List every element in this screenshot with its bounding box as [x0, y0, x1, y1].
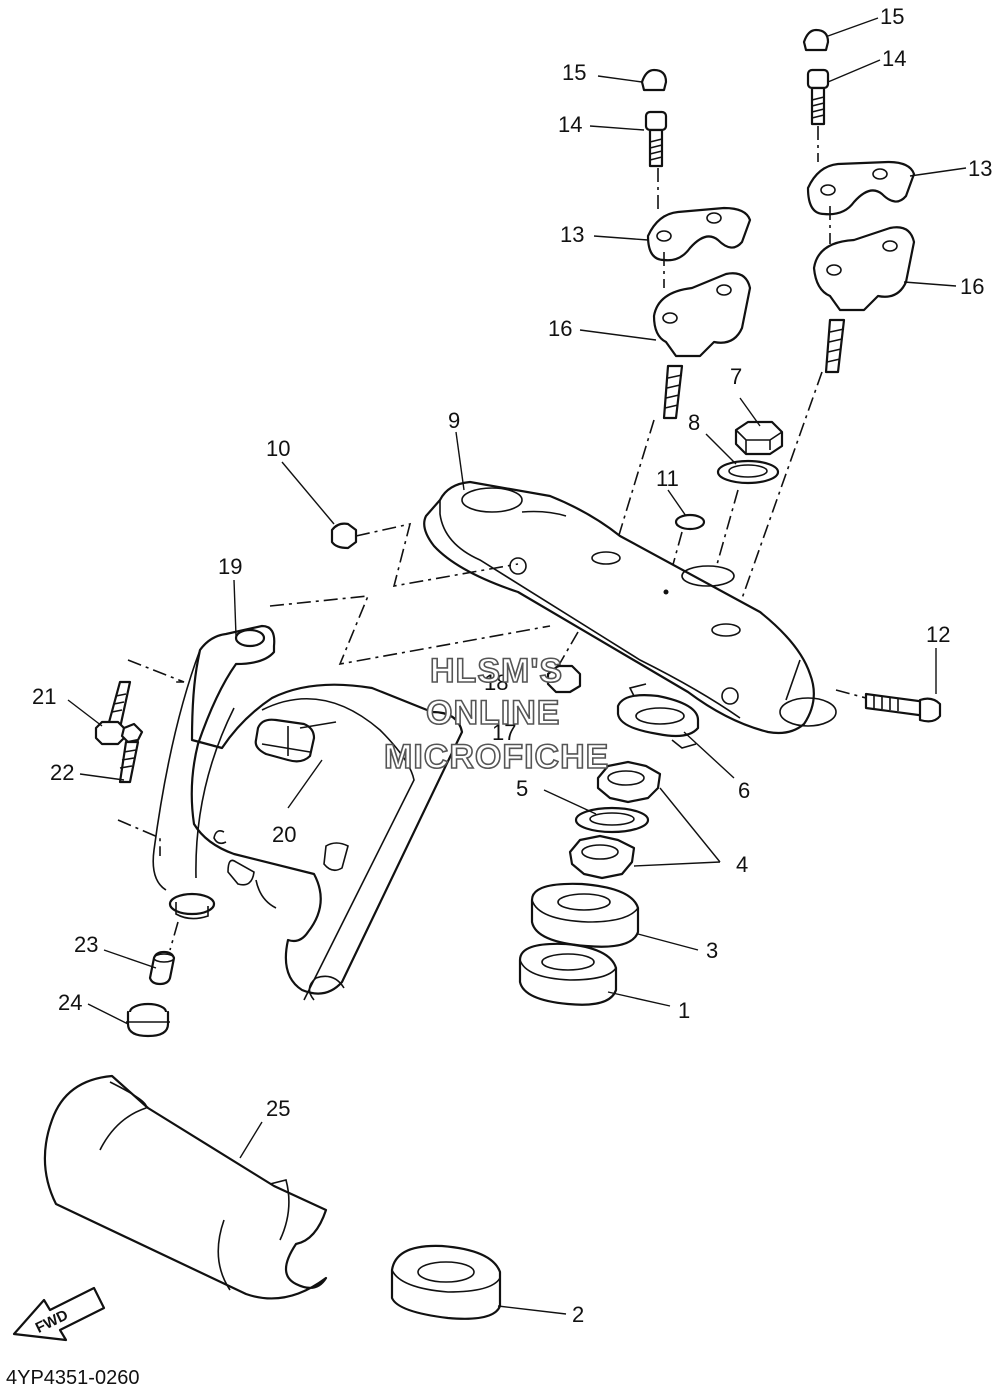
callout-20: 20: [272, 822, 296, 847]
part-24-grommet: [126, 1002, 170, 1038]
callout-15-right: 15: [880, 4, 904, 29]
part-4-ring-nut-upper: [596, 760, 662, 804]
svg-text:HLSM'S: HLSM'S: [430, 652, 563, 690]
part-11-washer: [674, 513, 706, 531]
callout-24: 24: [58, 990, 82, 1015]
callout-14-left: 14: [558, 112, 582, 137]
part-3-bearing: [530, 882, 640, 948]
callout-15-left: 15: [562, 60, 586, 85]
left-handlebar-parts: [611, 68, 752, 559]
small-fastener-parts: [546, 631, 582, 694]
svg-text:ONLINE: ONLINE: [426, 694, 560, 732]
part-14-bolt-left: [644, 110, 668, 168]
callout-5: 5: [516, 776, 528, 801]
part-4-ring-nut-lower: [568, 834, 636, 880]
callout-13-left: 13: [560, 222, 584, 247]
callout-14-right: 14: [882, 46, 906, 71]
leader-lines: [67, 17, 967, 1315]
callout-13-right: 13: [968, 156, 992, 181]
callout-18: 18: [484, 670, 508, 695]
callout-labels: 15 14 13 16 15 14 13 16 7 8 11 9 10 12 1…: [32, 4, 992, 1327]
callout-6: 6: [738, 778, 750, 803]
part-5-washer: [574, 806, 650, 834]
svg-text:MICROFICHE: MICROFICHE: [384, 738, 609, 776]
callout-17: 17: [492, 720, 516, 745]
part-25-cover: [43, 1074, 328, 1300]
fwd-arrow: FWD: [12, 1286, 106, 1342]
part-1-bearing: [518, 942, 618, 1006]
part-15-cap-right: [802, 28, 830, 52]
part-21-bolt: [94, 659, 185, 746]
steering-nut-parts: [665, 420, 784, 591]
part-20-grommet: [254, 718, 337, 763]
part-19-meter-bracket: [152, 624, 464, 1001]
part-13-clamp-right: [806, 160, 916, 216]
part-6-washer: [616, 683, 700, 749]
callout-12: 12: [926, 622, 950, 647]
right-handlebar-parts: [727, 28, 916, 639]
part-16-holder-left: [652, 272, 752, 358]
callout-1: 1: [678, 998, 690, 1023]
callout-21: 21: [32, 684, 56, 709]
part-2-seal: [390, 1244, 502, 1320]
callout-9: 9: [448, 408, 460, 433]
callout-22: 22: [50, 760, 74, 785]
part-22-bolt: [117, 722, 161, 856]
callout-11: 11: [656, 466, 679, 491]
callout-2: 2: [572, 1302, 584, 1327]
part-23-collar: [148, 921, 179, 986]
callout-16-right: 16: [960, 274, 984, 299]
part-15-cap-left: [640, 68, 668, 92]
callout-16-left: 16: [548, 316, 572, 341]
diagram-code: 4YP4351-0260: [6, 1367, 139, 1389]
part-10-bolt: [330, 522, 519, 588]
part-16-holder-right: [812, 226, 916, 312]
part-9-upper-bracket: [423, 480, 837, 735]
callout-23: 23: [74, 932, 98, 957]
callout-7: 7: [730, 364, 742, 389]
watermark: HLSM'S ONLINE MICROFICHE: [383, 651, 609, 777]
part-12-bolt: [835, 689, 942, 723]
callout-19: 19: [218, 554, 242, 579]
callout-8: 8: [688, 410, 700, 435]
callout-10: 10: [266, 436, 290, 461]
callout-4: 4: [736, 852, 748, 877]
callout-25: 25: [266, 1096, 290, 1121]
steering-bearing-parts: [518, 683, 700, 1006]
callout-3: 3: [706, 938, 718, 963]
part-14-bolt-right: [806, 68, 830, 126]
